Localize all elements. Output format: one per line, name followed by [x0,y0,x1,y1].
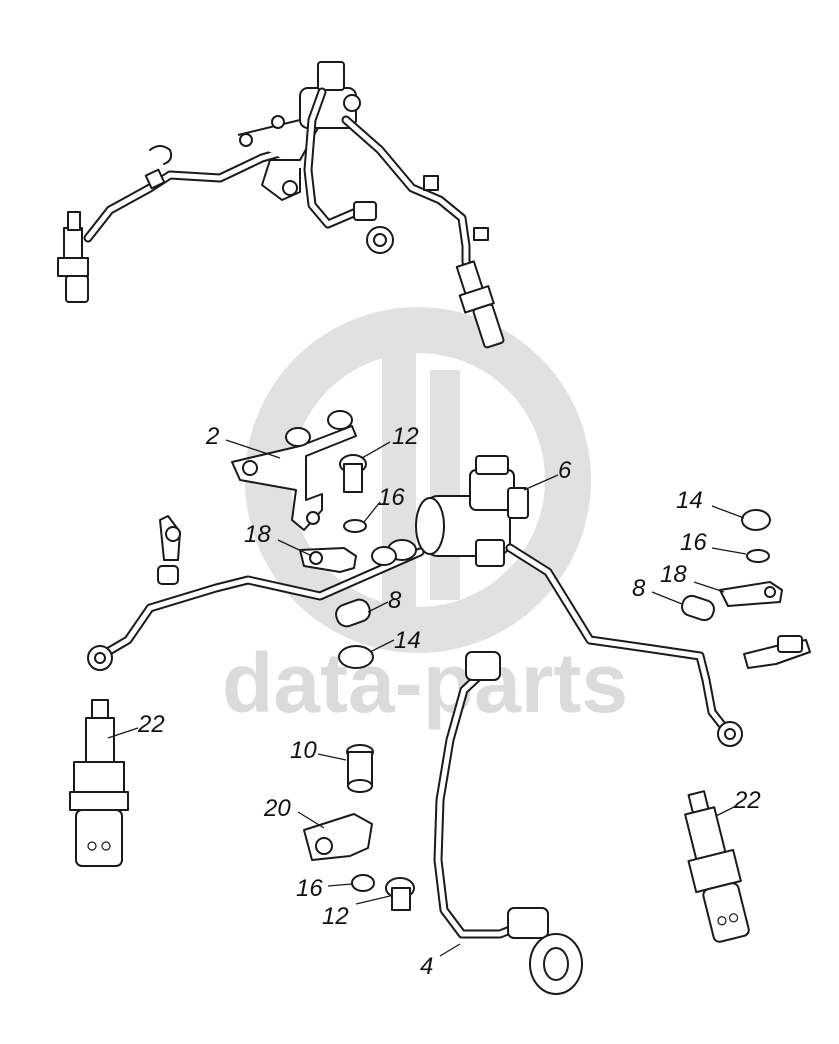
spark-plug-22-left [69,699,129,867]
callout-22-left: 22 [137,711,165,738]
top-left-plug [57,211,89,303]
bolt-12-low [385,877,415,911]
callout-20: 20 [263,795,291,822]
fuel-pipe-right [505,543,743,747]
bracket-2 [231,410,357,531]
callout-12-top: 12 [392,423,419,450]
watermark-logo [245,307,591,653]
callout-18-right: 18 [660,561,687,588]
assembled-fuel-line-overview [57,61,505,349]
hose-4 [433,651,583,995]
valve-6 [415,455,529,567]
washer-16-right [746,549,770,563]
callout-16-low: 16 [296,875,323,902]
sleeve-8-left [335,598,371,628]
callout-12-low: 12 [322,903,349,930]
callout-16-mid: 16 [378,484,405,511]
watermark-text: data-parts [222,636,628,730]
washer-16-low [351,874,375,892]
callout-16-right: 16 [680,529,707,556]
callout-22-right: 22 [733,787,761,814]
callout-2: 2 [205,423,219,450]
callout-14-left: 14 [394,627,421,654]
nut-14-left [338,645,374,669]
nut-14-right [741,509,771,531]
callout-18-left: 18 [244,521,271,548]
spark-plug-22-right [684,790,750,943]
callout-6: 6 [558,457,572,484]
callouts: 2 12 6 16 18 14 16 18 8 8 14 22 10 20 16… [137,423,761,980]
clamp-18-left [299,547,357,573]
callout-8-left: 8 [388,587,402,614]
sleeve-8-right [681,594,715,622]
fuel-pipe-left [87,515,425,671]
leader-lines [107,439,747,957]
clip-right [743,635,811,669]
callout-14-right: 14 [676,487,703,514]
callout-8-right: 8 [632,575,646,602]
clamp-20 [303,813,373,861]
sleeve-10 [346,744,374,793]
callout-10: 10 [290,737,317,764]
clamp-18-right [719,581,783,607]
bolt-12-top [339,454,367,493]
washer-16-mid [343,519,367,533]
callout-4: 4 [420,953,433,980]
